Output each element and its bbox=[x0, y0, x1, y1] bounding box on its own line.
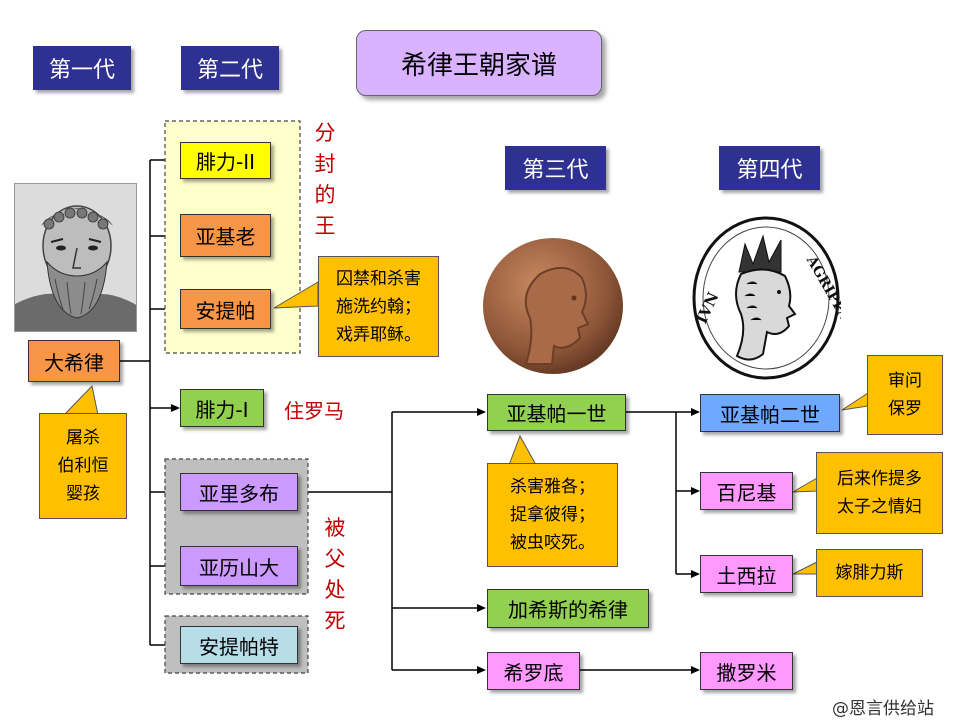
node-herodias: 希罗底 bbox=[487, 652, 580, 690]
node-drusilla: 土西拉 bbox=[700, 555, 793, 593]
note-agrippa-i: 杀害雅各； 捉拿彼得； 被虫咬死。 bbox=[487, 463, 618, 567]
note-agrippa-ii: 审问 保罗 bbox=[867, 355, 943, 435]
note-bernice: 后来作提多 太子之情妇 bbox=[816, 452, 943, 534]
bronze-coin-portrait-icon bbox=[483, 238, 623, 374]
node-antipas: 安提帕 bbox=[180, 289, 271, 329]
node-herod-of-chalcis: 加希斯的希律 bbox=[487, 589, 649, 628]
agrippa1-coin-image bbox=[478, 234, 628, 378]
node-archelaus: 亚基老 bbox=[180, 214, 271, 257]
herod-portrait-image bbox=[14, 183, 137, 332]
node-antipater: 安提帕特 bbox=[180, 626, 298, 664]
watermark-text: @恩言供给站 bbox=[832, 699, 934, 719]
node-philip-i: 腓力-I bbox=[180, 389, 264, 427]
label-lives-in-rome: 住罗马 bbox=[284, 399, 344, 423]
label-killed-by-father: 被父处死 bbox=[324, 516, 346, 633]
node-agrippa-i: 亚基帕一世 bbox=[487, 394, 626, 431]
generation-2-label: 第二代 bbox=[181, 46, 279, 90]
node-salome: 撒罗米 bbox=[700, 652, 793, 690]
note-drusilla: 嫁腓力斯 bbox=[816, 549, 923, 597]
note-antipas: 囚禁和杀害 施洗约翰； 戏弄耶稣。 bbox=[318, 256, 439, 357]
bearded-king-portrait-icon bbox=[15, 184, 136, 331]
engraved-coin-portrait-icon: IVN AGRIPPA bbox=[692, 216, 853, 380]
node-agrippa-ii: 亚基帕二世 bbox=[700, 394, 840, 432]
agrippa-coin-image: IVN AGRIPPA bbox=[691, 214, 853, 382]
node-aristobulus: 亚里多布 bbox=[180, 473, 298, 511]
note-herod: 屠杀 伯利恒 婴孩 bbox=[39, 413, 127, 519]
generation-4-label: 第四代 bbox=[719, 146, 820, 190]
node-philip-ii: 腓力-II bbox=[180, 142, 271, 179]
node-bernice: 百尼基 bbox=[700, 472, 793, 510]
generation-3-label: 第三代 bbox=[505, 146, 606, 190]
diagram-title: 希律王朝家谱 bbox=[356, 30, 602, 96]
node-alexander: 亚历山大 bbox=[180, 546, 298, 586]
generation-1-label: 第一代 bbox=[33, 46, 131, 90]
node-herod-the-great: 大希律 bbox=[28, 340, 120, 382]
label-enfeoffed-kings: 分封的王 bbox=[314, 121, 336, 238]
